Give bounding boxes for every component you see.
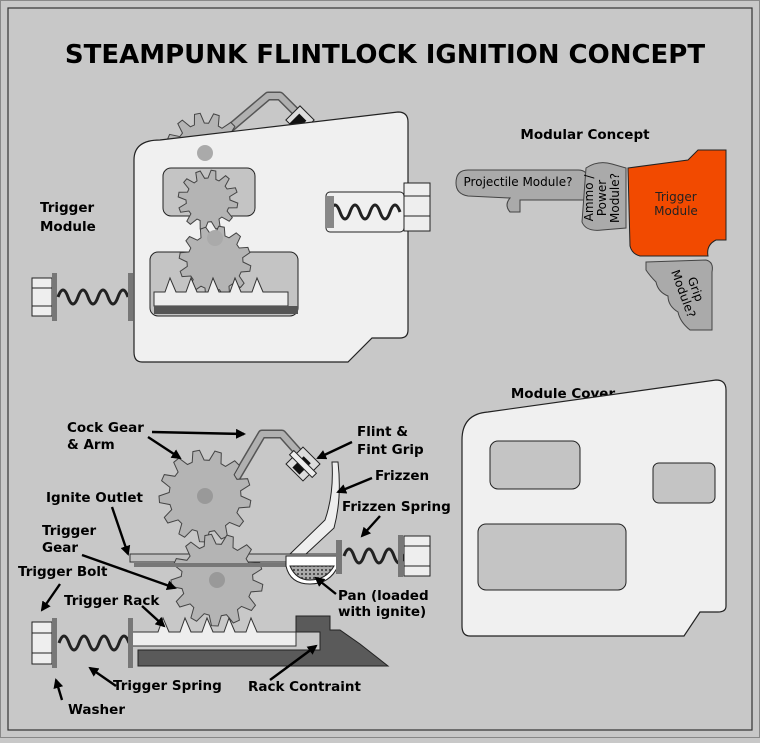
- ammo-label-3: Module?: [608, 173, 622, 223]
- exploded-mechanism: [31, 429, 431, 668]
- modular-concept: Projectile Module? Ammo / Power Module? …: [455, 149, 727, 331]
- cock-gear-label-1: Cock Gear: [67, 420, 144, 436]
- frizzen-bolt: [403, 535, 431, 577]
- frizzen-spring-label: Frizzen Spring: [342, 499, 451, 515]
- pivot-bottom: [207, 230, 223, 246]
- ignite-outlet-label: Ignite Outlet: [46, 490, 144, 506]
- projectile-module-label: Projectile Module?: [464, 175, 573, 189]
- trigger-module-shape-label-1: Trigger: [654, 190, 696, 204]
- trigger-module-shape: [627, 149, 727, 257]
- flint-label-2: Fint Grip: [357, 442, 424, 458]
- flint-grip: [285, 446, 321, 482]
- module-cover: [461, 379, 727, 637]
- trigger-module-label-1: Trigger: [40, 200, 94, 216]
- frizzen-label: Frizzen: [375, 468, 429, 484]
- page-title: STEAMPUNK FLINTLOCK IGNITION CONCEPT: [65, 40, 705, 70]
- assembled-module: [31, 91, 431, 363]
- ammo-module-shape: [581, 162, 627, 231]
- washer-label: Washer: [68, 702, 125, 718]
- trigger-rack-window: [153, 276, 289, 307]
- callout-arrows: [40, 428, 381, 701]
- trigger-bolt-top: [31, 277, 53, 317]
- pan-label-2: with ignite): [338, 604, 426, 620]
- cock-gear-window: [177, 169, 239, 231]
- modular-concept-heading: Modular Concept: [520, 127, 650, 143]
- pivot-top: [197, 145, 213, 161]
- frizzen-bolt-top: [403, 182, 431, 232]
- trigger-spring: [57, 634, 131, 652]
- trigger-rack-label: Trigger Rack: [64, 593, 160, 609]
- rack-constraint: [137, 615, 390, 667]
- trigger-spring-top: [56, 288, 130, 306]
- grip-module-shape: [645, 259, 713, 331]
- frizzen-spring: [342, 547, 414, 565]
- pan-label-1: Pan (loaded: [338, 588, 429, 604]
- cover-window-2: [652, 462, 716, 504]
- cock-gear-label-2: & Arm: [67, 437, 115, 453]
- trigger-module-label-2: Module: [40, 219, 96, 235]
- cover-window-1: [489, 440, 581, 490]
- washer: [52, 618, 57, 668]
- trigger-module-shape-label-2: Module: [654, 204, 698, 218]
- trigger-gear-label-1: Trigger: [42, 523, 96, 539]
- ammo-label-1: Ammo /: [582, 174, 596, 222]
- flint-label-1: Flint &: [357, 424, 408, 440]
- housing: [133, 111, 409, 363]
- cover-window-3: [477, 523, 627, 591]
- frizzen: [288, 461, 340, 555]
- trigger-gear-window: [178, 225, 252, 299]
- trigger-bolt: [31, 621, 53, 665]
- inner-border: [7, 7, 753, 731]
- trigger-gear-label-2: Gear: [42, 540, 78, 556]
- ammo-label-2: Power: [595, 180, 609, 216]
- frizzen-spring-window: [325, 191, 405, 233]
- rack-constraint-label: Rack Contraint: [248, 679, 361, 695]
- trigger-spring-label: Trigger Spring: [113, 678, 222, 694]
- trigger-bolt-label: Trigger Bolt: [18, 564, 108, 580]
